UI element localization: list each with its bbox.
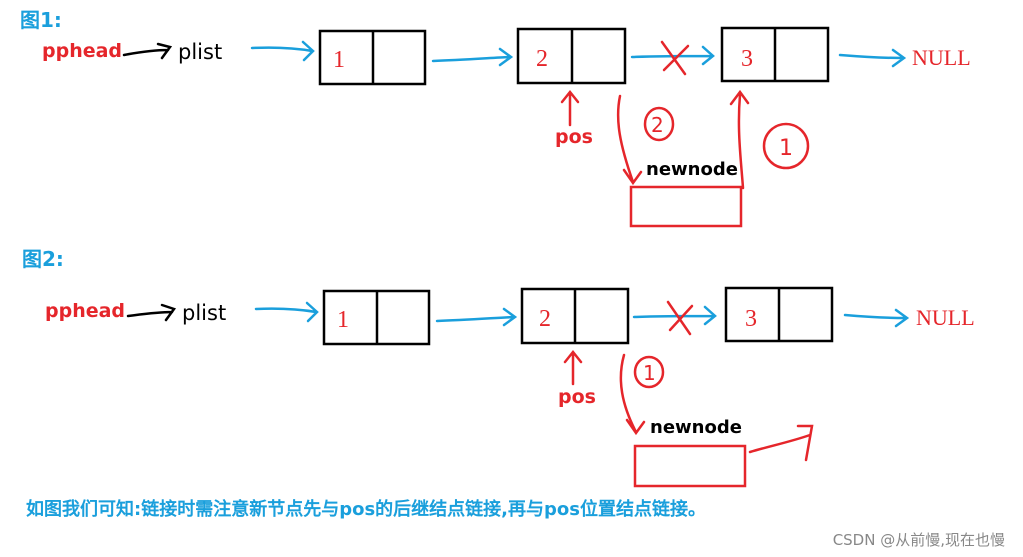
node-3: 3 [720, 26, 830, 83]
null-label: NULL [912, 45, 971, 70]
link-1-2-arrow [431, 47, 514, 67]
newnode-label: newnode [646, 159, 738, 180]
broken-link-cross-2 [666, 300, 694, 336]
pos-to-newnode-arrow [616, 94, 643, 186]
pos-pointer-arrow-2 [563, 349, 583, 386]
node-1-value: 1 [333, 47, 345, 73]
link-2-3-arrow [630, 45, 715, 66]
pphead-arrow [122, 42, 173, 60]
figure-2: 图2: pphead plist 1 2 3 NULL pos [22, 247, 975, 488]
watermark: CSDN @从前慢,现在也慢 [833, 531, 1005, 549]
pphead-label-2: pphead [45, 300, 125, 322]
node-2-fig2: 2 [520, 287, 630, 345]
pphead-arrow-2 [126, 303, 177, 322]
figure-2-title: 图2: [22, 247, 64, 271]
step-1-marker-2: 1 [633, 355, 665, 389]
node-1-fig2: 1 [322, 289, 431, 346]
newnode-box [629, 185, 743, 228]
pos-label-2: pos [558, 386, 596, 408]
null-label-2: NULL [916, 305, 975, 330]
plist-arrow-2 [254, 301, 319, 323]
broken-link-cross [660, 40, 690, 76]
node-3-value: 3 [741, 46, 753, 72]
newnode-box-2 [633, 444, 747, 488]
pphead-label: pphead [42, 40, 122, 62]
step-2-label: 2 [651, 113, 664, 137]
link-1-2-arrow-2 [435, 307, 518, 327]
step-1-label: 1 [779, 136, 793, 161]
node-3-value-2: 3 [745, 306, 757, 332]
plist-label: plist [178, 40, 222, 64]
newnode-to-node3-arrow [729, 89, 750, 190]
step-1-label-2: 1 [643, 361, 656, 385]
link-3-null-arrow [838, 48, 907, 68]
caption: 如图我们可知:链接时需注意新节点先与pos的后继结点链接,再与pos位置结点链接… [26, 498, 706, 520]
node-2-value: 2 [536, 46, 548, 72]
node-1: 1 [318, 29, 427, 86]
link-3-null-arrow-2 [843, 308, 910, 328]
node-2-value-2: 2 [539, 306, 551, 332]
figure-1: 图1: pphead plist 1 2 3 NULL pos [20, 8, 971, 228]
plist-label-2: plist [182, 301, 226, 325]
pos-pointer-arrow [560, 89, 580, 127]
newnode-next-arrow [748, 424, 814, 462]
newnode-label-2: newnode [650, 417, 742, 438]
step-2-marker: 2 [643, 106, 675, 142]
pos-label: pos [555, 126, 593, 148]
plist-arrow [250, 40, 315, 62]
figure-1-title: 图1: [20, 8, 62, 32]
node-2: 2 [516, 27, 627, 85]
node-3-fig2: 3 [724, 286, 834, 343]
pos-to-newnode-arrow-2 [619, 353, 646, 436]
node-1-value-2: 1 [337, 307, 349, 333]
step-1-marker: 1 [762, 122, 810, 170]
